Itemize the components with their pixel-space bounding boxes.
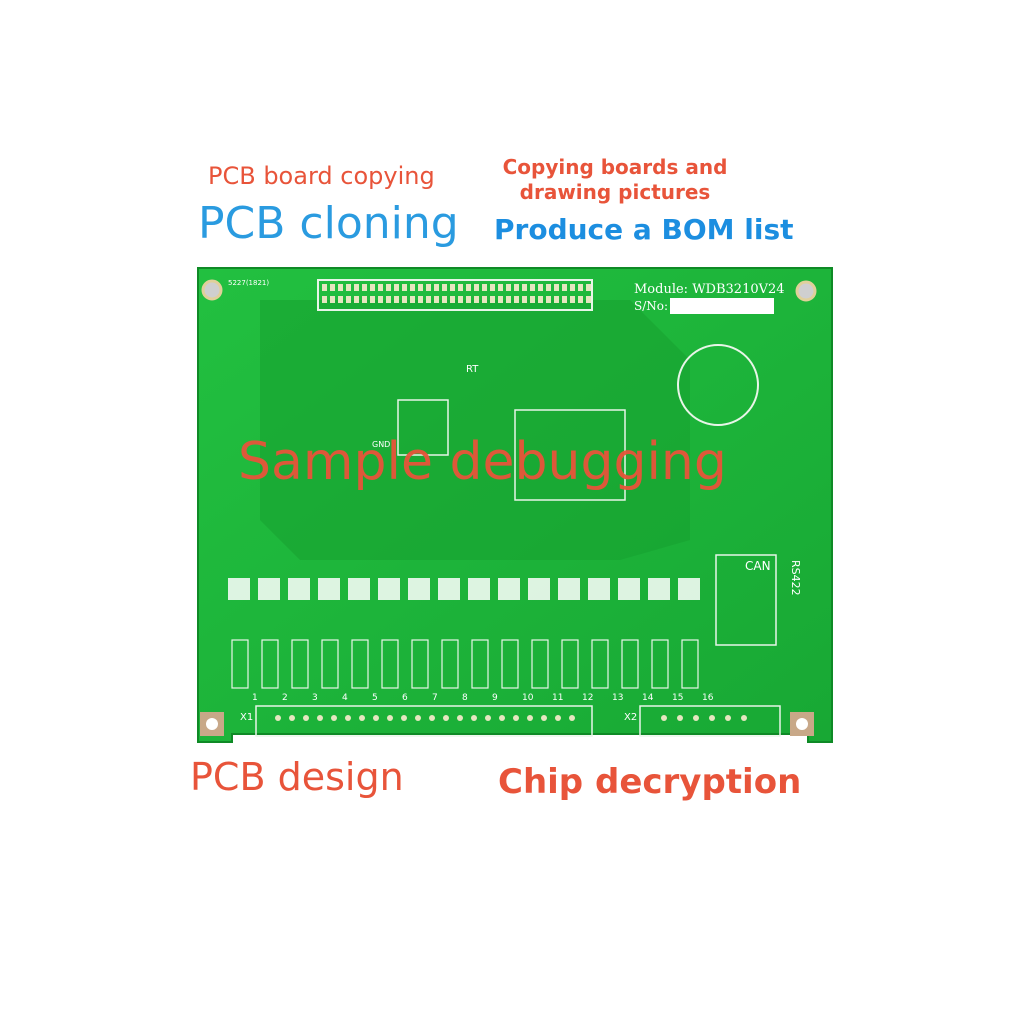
label-sample-debugging: Sample debugging xyxy=(238,432,727,492)
channel-label: 4 xyxy=(342,693,348,703)
channel-label: 16 xyxy=(702,693,714,703)
relay-outline xyxy=(231,639,249,689)
ic-main xyxy=(514,409,626,501)
label-chip-decryption: Chip decryption xyxy=(498,762,802,802)
board-x1-text: X1 xyxy=(240,712,253,723)
relay-outline xyxy=(651,639,669,689)
channel-label: 12 xyxy=(582,693,593,703)
relay-outline xyxy=(531,639,549,689)
label-bom-list: Produce a BOM list xyxy=(494,213,794,246)
relay-outline xyxy=(591,639,609,689)
channel-label: 1 xyxy=(252,693,258,703)
board-code-text: 5227(1821) xyxy=(228,279,269,287)
battery-holder xyxy=(677,344,759,426)
can-connector xyxy=(715,554,777,646)
channel-label: 15 xyxy=(672,693,683,703)
channel-label: 7 xyxy=(432,693,438,703)
relay-outline xyxy=(351,639,369,689)
mount-hole-tl xyxy=(201,279,223,301)
relay-driver xyxy=(528,578,550,600)
channel-label: 10 xyxy=(522,693,534,703)
channel-label: 2 xyxy=(282,693,288,703)
mount-hole-tr xyxy=(795,280,817,302)
relay-outline xyxy=(621,639,639,689)
relay-driver xyxy=(228,578,250,600)
label-pcb-board-copying: PCB board copying xyxy=(208,162,435,190)
label-pcb-cloning: PCB cloning xyxy=(198,198,459,249)
channel-label: 14 xyxy=(642,693,654,703)
channel-label: 3 xyxy=(312,693,318,703)
header-connector xyxy=(317,279,593,311)
relay-driver xyxy=(588,578,610,600)
board-sn-text: S/No: xyxy=(634,299,668,313)
relay-driver xyxy=(648,578,670,600)
relay-driver xyxy=(378,578,400,600)
board-x2-text: X2 xyxy=(624,712,637,723)
relay-outline xyxy=(261,639,279,689)
terminal-x1 xyxy=(255,705,593,737)
board-rt-text: RT xyxy=(466,364,479,375)
relay-driver xyxy=(288,578,310,600)
relay-driver xyxy=(498,578,520,600)
channel-label: 8 xyxy=(462,693,468,703)
board-rs422-text: RS422 xyxy=(789,560,802,596)
board-gnd-text: GND xyxy=(372,440,390,449)
channel-label: 13 xyxy=(612,693,623,703)
relay-outline xyxy=(471,639,489,689)
label-pcb-design: PCB design xyxy=(190,755,404,799)
label-copying-boards: Copying boards and drawing pictures xyxy=(502,155,728,204)
relay-driver xyxy=(558,578,580,600)
channel-label: 9 xyxy=(492,693,498,703)
relay-driver xyxy=(318,578,340,600)
terminal-x2 xyxy=(639,705,781,737)
relay-driver xyxy=(258,578,280,600)
relay-outline xyxy=(291,639,309,689)
channel-label: 6 xyxy=(402,693,408,703)
relay-outline xyxy=(681,639,699,689)
relay-driver xyxy=(468,578,490,600)
relay-outline xyxy=(501,639,519,689)
relay-driver xyxy=(408,578,430,600)
relay-driver xyxy=(348,578,370,600)
relay-driver xyxy=(678,578,700,600)
board-can-text: CAN xyxy=(745,559,771,573)
relay-outline xyxy=(561,639,579,689)
relay-outline xyxy=(411,639,429,689)
channel-label: 11 xyxy=(552,693,563,703)
relay-outline xyxy=(441,639,459,689)
relay-driver xyxy=(618,578,640,600)
relay-outline xyxy=(321,639,339,689)
relay-outline xyxy=(381,639,399,689)
channel-label: 5 xyxy=(372,693,378,703)
relay-driver xyxy=(438,578,460,600)
ic-secondary xyxy=(397,399,449,456)
board-module-text: Module: WDB3210V24 xyxy=(634,282,785,297)
